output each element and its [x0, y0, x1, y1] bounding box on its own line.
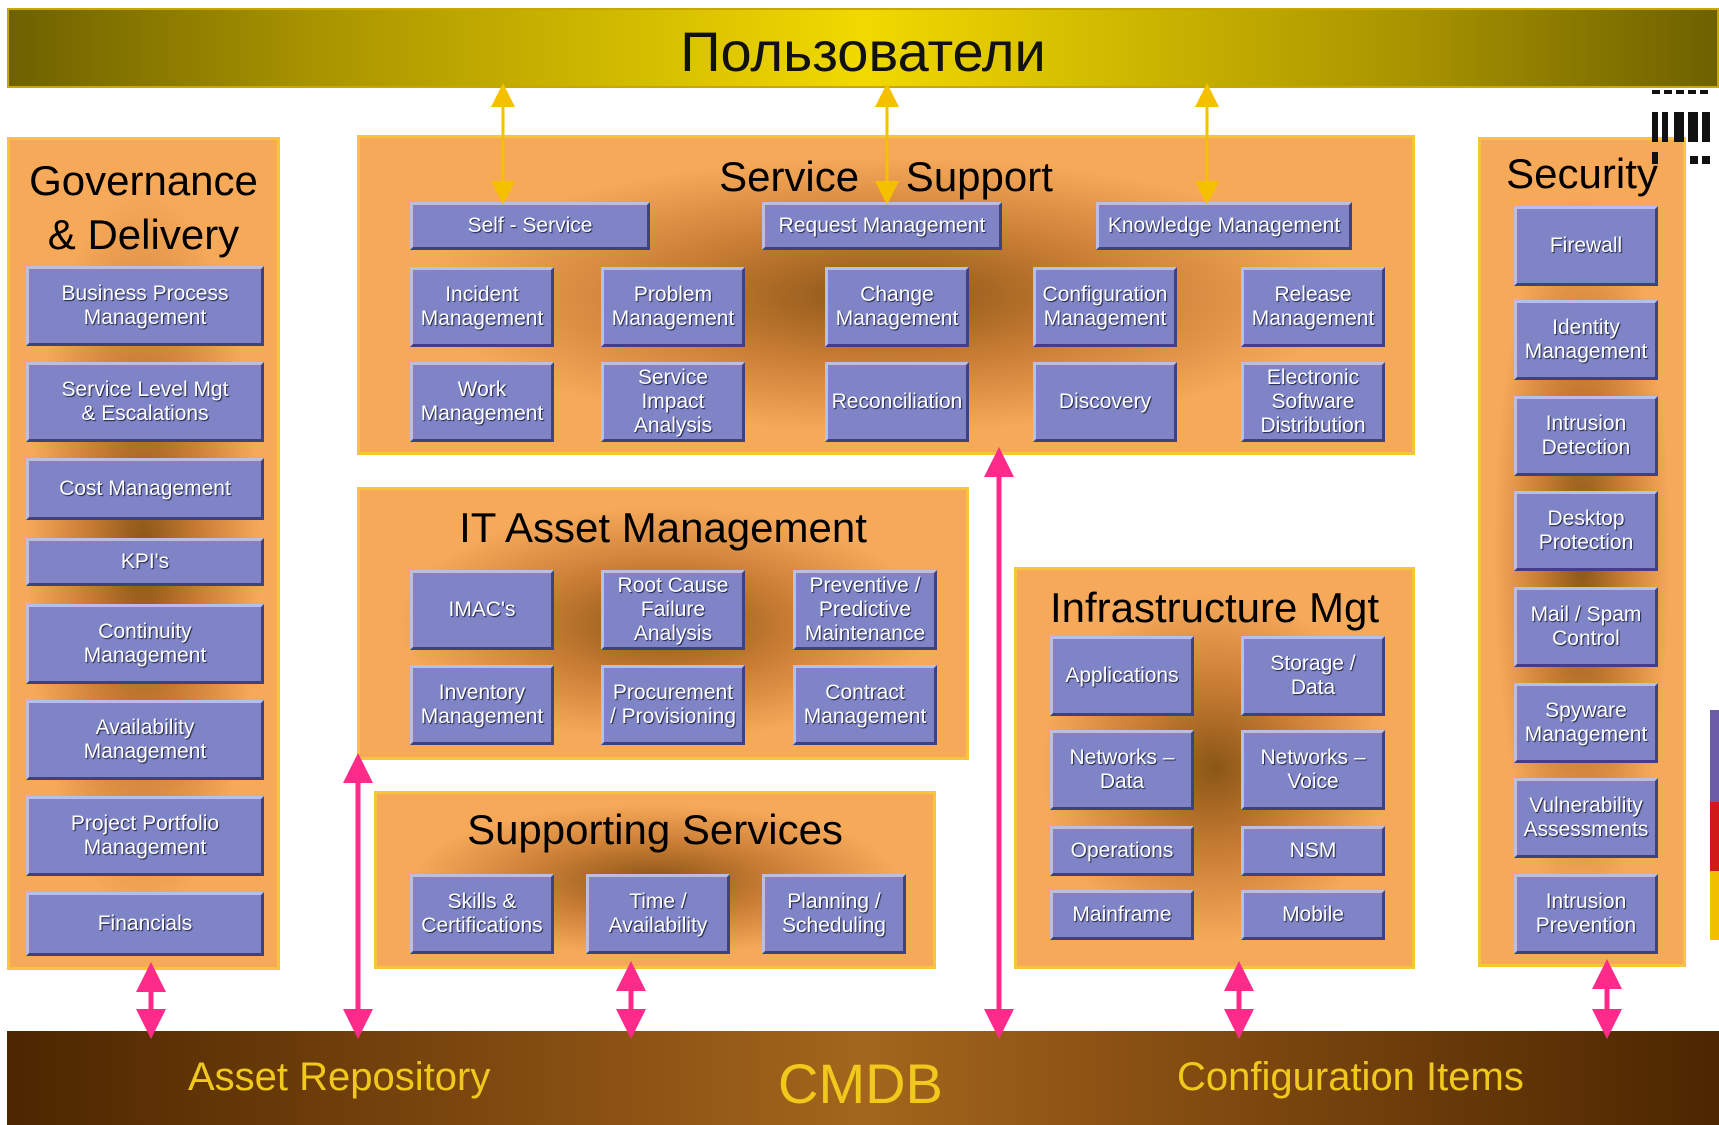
mobile-box[interactable]: Mobile: [1241, 890, 1385, 940]
configuration-items-label: Configuration Items: [1177, 1055, 1524, 1099]
work-management-box[interactable]: Work Management: [410, 362, 554, 442]
service-impact-analysis-box[interactable]: Service Impact Analysis: [601, 362, 745, 442]
kpis-box[interactable]: KPI's: [26, 538, 264, 586]
it-asset-management-panel: IT Asset Management IMAC's Root Cause Fa…: [357, 487, 969, 760]
continuity-management-box[interactable]: Continuity Management: [26, 604, 264, 684]
identity-management-box[interactable]: Identity Management: [1514, 300, 1658, 380]
service-level-box[interactable]: Service Level Mgt & Escalations: [26, 362, 264, 442]
cmdb-bar: Asset Repository CMDB Configuration Item…: [7, 1031, 1719, 1125]
spyware-management-box[interactable]: Spyware Management: [1514, 683, 1658, 763]
vulnerability-assessments-box[interactable]: Vulnerability Assessments: [1514, 778, 1658, 858]
mail-spam-control-box[interactable]: Mail / Spam Control: [1514, 587, 1658, 667]
reconciliation-box[interactable]: Reconciliation: [825, 362, 969, 442]
operations-box[interactable]: Operations: [1050, 826, 1194, 876]
cost-management-box[interactable]: Cost Management: [26, 458, 264, 520]
governance-title: Governance & Delivery: [29, 157, 258, 258]
financials-box[interactable]: Financials: [26, 892, 264, 956]
networks-voice-box[interactable]: Networks – Voice: [1241, 730, 1385, 810]
supporting-services-panel: Supporting Services Skills & Certificati…: [374, 791, 936, 969]
knowledge-management-box[interactable]: Knowledge Management: [1096, 202, 1352, 250]
preventive-predictive-maintenance-box[interactable]: Preventive / Predictive Maintenance: [793, 570, 937, 650]
cmdb-label: CMDB: [778, 1052, 943, 1115]
root-cause-failure-analysis-box[interactable]: Root Cause Failure Analysis: [601, 570, 745, 650]
desktop-protection-box[interactable]: Desktop Protection: [1514, 491, 1658, 571]
imacs-box[interactable]: IMAC's: [410, 570, 554, 650]
contract-management-box[interactable]: Contract Management: [793, 665, 937, 745]
security-panel: Security Firewall Identity Management In…: [1478, 137, 1686, 967]
networks-data-box[interactable]: Networks – Data: [1050, 730, 1194, 810]
asset-repository-label: Asset Repository: [188, 1055, 491, 1099]
procurement-provisioning-box[interactable]: Procurement / Provisioning: [601, 665, 745, 745]
configuration-management-box[interactable]: Configuration Management: [1033, 267, 1177, 347]
infrastructure-mgt-title: Infrastructure Mgt: [1049, 584, 1380, 631]
users-title: Пользователи: [680, 20, 1046, 83]
intrusion-prevention-box[interactable]: Intrusion Prevention: [1514, 874, 1658, 954]
intrusion-detection-box[interactable]: Intrusion Detection: [1514, 396, 1658, 476]
self-service-box[interactable]: Self - Service: [410, 202, 650, 250]
security-title: Security: [1506, 150, 1658, 197]
business-process-management-box[interactable]: Business Process Management: [26, 266, 264, 346]
mainframe-box[interactable]: Mainframe: [1050, 890, 1194, 940]
problem-management-box[interactable]: Problem Management: [601, 267, 745, 347]
incident-management-box[interactable]: Incident Management: [410, 267, 554, 347]
skills-certifications-box[interactable]: Skills & Certifications: [410, 874, 554, 954]
discovery-box[interactable]: Discovery: [1033, 362, 1177, 442]
project-portfolio-management-box[interactable]: Project Portfolio Management: [26, 796, 264, 876]
release-management-box[interactable]: Release Management: [1241, 267, 1385, 347]
availability-management-box[interactable]: Availability Management: [26, 700, 264, 780]
service-support-title: Service Support: [719, 153, 1053, 200]
electronic-software-distribution-box[interactable]: Electronic Software Distribution: [1241, 362, 1385, 442]
infrastructure-mgt-panel: Infrastructure Mgt Applications Storage …: [1014, 567, 1415, 969]
firewall-box[interactable]: Firewall: [1514, 206, 1658, 286]
nsm-box[interactable]: NSM: [1241, 826, 1385, 876]
side-color-strip: [1710, 710, 1719, 940]
supporting-services-title: Supporting Services: [467, 806, 843, 853]
applications-box[interactable]: Applications: [1050, 636, 1194, 716]
change-management-box[interactable]: Change Management: [825, 267, 969, 347]
planning-scheduling-box[interactable]: Planning / Scheduling: [762, 874, 906, 954]
ibm-logo-icon: [1650, 90, 1716, 180]
storage-data-box[interactable]: Storage / Data: [1241, 636, 1385, 716]
inventory-management-box[interactable]: Inventory Management: [410, 665, 554, 745]
time-availability-box[interactable]: Time / Availability: [586, 874, 730, 954]
users-banner: Пользователи: [7, 8, 1719, 88]
it-asset-management-title: IT Asset Management: [459, 504, 867, 551]
